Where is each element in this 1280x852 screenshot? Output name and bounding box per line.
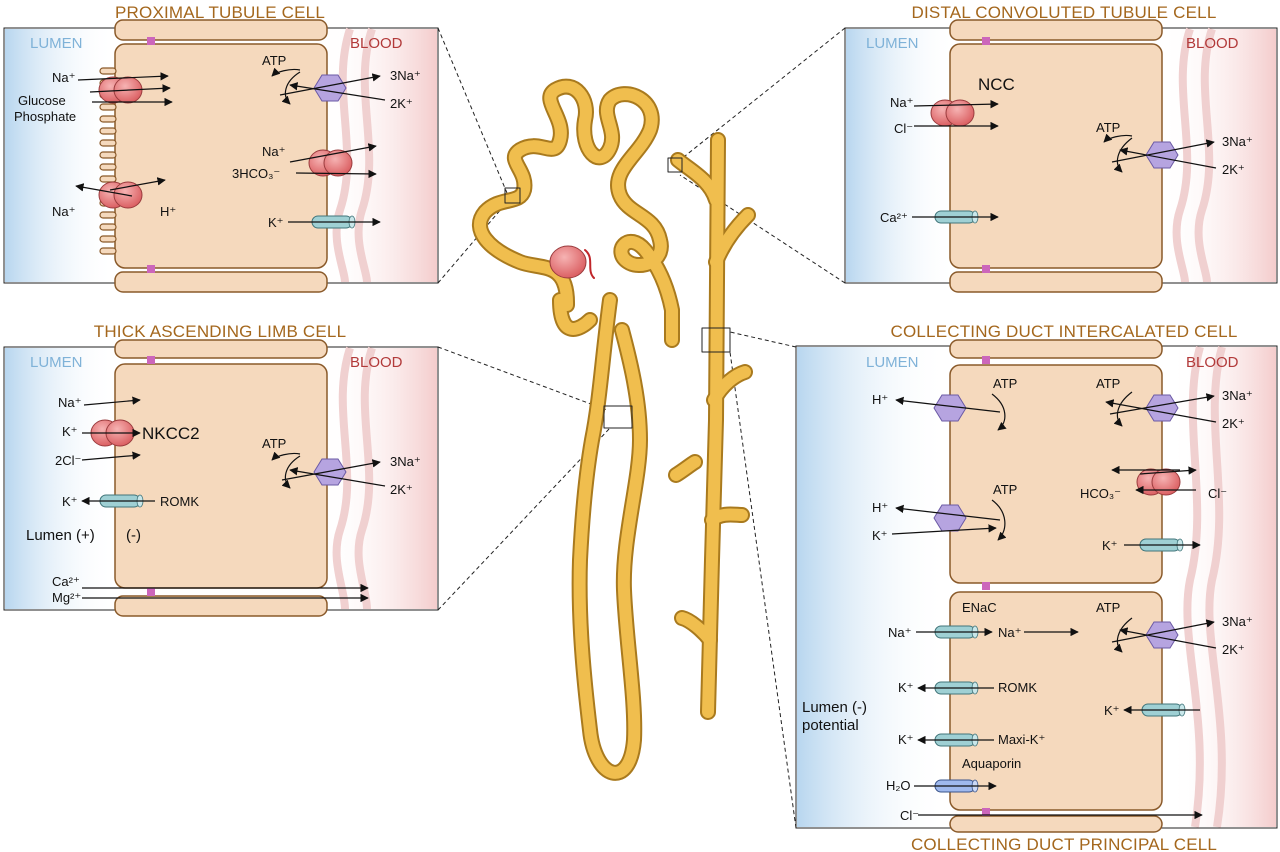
lumen-label: LUMEN bbox=[30, 35, 83, 52]
collecting-duct-panel: COLLECTING DUCT INTERCALATED CELL COLLEC… bbox=[795, 322, 1278, 852]
na-label: Na⁺ bbox=[52, 204, 75, 219]
lumen-potential-label: Lumen (+) bbox=[26, 527, 95, 544]
atp-label: ATP bbox=[262, 53, 286, 68]
na-label: Na⁺ bbox=[890, 95, 913, 110]
blood-label: BLOOD bbox=[1186, 35, 1239, 52]
3na-label: 3Na⁺ bbox=[390, 68, 421, 83]
romk-label: ROMK bbox=[160, 494, 199, 509]
na-label: Na⁺ bbox=[52, 70, 75, 85]
panel-title: COLLECTING DUCT INTERCALATED CELL bbox=[891, 322, 1238, 341]
distal-convoluted-tubule-panel: DISTAL CONVOLUTED TUBULE CELL LUMEN BLOO… bbox=[844, 3, 1278, 293]
maxik-label: Maxi-K⁺ bbox=[998, 732, 1045, 747]
blood-label: BLOOD bbox=[1186, 354, 1239, 371]
k-label: K⁺ bbox=[872, 528, 888, 543]
mg-label: Mg²⁺ bbox=[52, 590, 81, 605]
panel-title: THICK ASCENDING LIMB CELL bbox=[94, 322, 347, 341]
cell-body bbox=[114, 363, 328, 589]
principal-cell-body bbox=[949, 591, 1163, 811]
thick-ascending-limb-panel: THICK ASCENDING LIMB CELL LUMEN BLOOD Na… bbox=[3, 322, 439, 617]
na-label: Na⁺ bbox=[262, 144, 285, 159]
k-label: K⁺ bbox=[1104, 703, 1120, 718]
blood-label: BLOOD bbox=[350, 35, 403, 52]
3na-label: 3Na⁺ bbox=[390, 454, 421, 469]
panel-title: DISTAL CONVOLUTED TUBULE CELL bbox=[912, 3, 1217, 22]
enac-label: ENaC bbox=[962, 600, 997, 615]
panel-title-bottom: COLLECTING DUCT PRINCIPAL CELL bbox=[911, 835, 1217, 852]
h-label: H⁺ bbox=[872, 500, 888, 515]
k-label: K⁺ bbox=[268, 215, 284, 230]
cl-label: Cl⁻ bbox=[900, 808, 919, 823]
lumen-label: LUMEN bbox=[866, 354, 919, 371]
proximal-tubule-panel: PROXIMAL TUBULE CELL LUMEN BLOOD Na⁺ Glu… bbox=[3, 3, 439, 293]
2k-label: 2K⁺ bbox=[1222, 416, 1245, 431]
h-label: H⁺ bbox=[160, 204, 176, 219]
k-label: K⁺ bbox=[1102, 538, 1118, 553]
phosphate-label: Phosphate bbox=[14, 109, 76, 124]
na-label: Na⁺ bbox=[998, 625, 1021, 640]
blood-label: BLOOD bbox=[350, 354, 403, 371]
ncc-cotransporter bbox=[930, 99, 975, 127]
2k-label: 2K⁺ bbox=[390, 96, 413, 111]
atp-label: ATP bbox=[1096, 120, 1120, 135]
atp-label: ATP bbox=[993, 376, 1017, 391]
glucose-label: Glucose bbox=[18, 93, 66, 108]
lumen-label: LUMEN bbox=[866, 35, 919, 52]
hco3-label: HCO₃⁻ bbox=[1080, 486, 1121, 501]
2k-label: 2K⁺ bbox=[1222, 642, 1245, 657]
panel-title: PROXIMAL TUBULE CELL bbox=[115, 3, 325, 22]
na-label: Na⁺ bbox=[58, 395, 81, 410]
h2o-label: H₂O bbox=[886, 778, 911, 793]
k-label: K⁺ bbox=[62, 424, 78, 439]
cell-body bbox=[114, 43, 328, 269]
nephron bbox=[472, 78, 756, 781]
intercalated-cell-body bbox=[949, 364, 1163, 584]
atp-label: ATP bbox=[1096, 376, 1120, 391]
ncc-label: NCC bbox=[978, 75, 1015, 94]
3na-label: 3Na⁺ bbox=[1222, 614, 1253, 629]
romk-label: ROMK bbox=[998, 680, 1037, 695]
glomerulus bbox=[549, 245, 587, 279]
atp-label: ATP bbox=[993, 482, 1017, 497]
na-label: Na⁺ bbox=[888, 625, 911, 640]
hco3-label: 3HCO₃⁻ bbox=[232, 166, 280, 181]
h-label: H⁺ bbox=[872, 392, 888, 407]
3na-label: 3Na⁺ bbox=[1222, 388, 1253, 403]
ca-label: Ca²⁺ bbox=[880, 210, 908, 225]
2k-label: 2K⁺ bbox=[390, 482, 413, 497]
cl-label: Cl⁻ bbox=[1208, 486, 1227, 501]
atp-label: ATP bbox=[262, 436, 286, 451]
k-label: K⁺ bbox=[898, 680, 914, 695]
atp-label: ATP bbox=[1096, 600, 1120, 615]
3na-label: 3Na⁺ bbox=[1222, 134, 1253, 149]
k-label: K⁺ bbox=[898, 732, 914, 747]
aquaporin-label: Aquaporin bbox=[962, 756, 1021, 771]
nkcc2-label: NKCC2 bbox=[142, 424, 200, 443]
cl-label: Cl⁻ bbox=[894, 121, 913, 136]
lumen-label: LUMEN bbox=[30, 354, 83, 371]
2cl-label: 2Cl⁻ bbox=[55, 453, 81, 468]
2k-label: 2K⁺ bbox=[1222, 162, 1245, 177]
cell-potential-label: (-) bbox=[126, 527, 141, 544]
ca-label: Ca²⁺ bbox=[52, 574, 80, 589]
lumen-potential-label: Lumen (-) bbox=[802, 699, 867, 716]
lumen-potential-label: potential bbox=[802, 717, 859, 734]
k-label: K⁺ bbox=[62, 494, 78, 509]
